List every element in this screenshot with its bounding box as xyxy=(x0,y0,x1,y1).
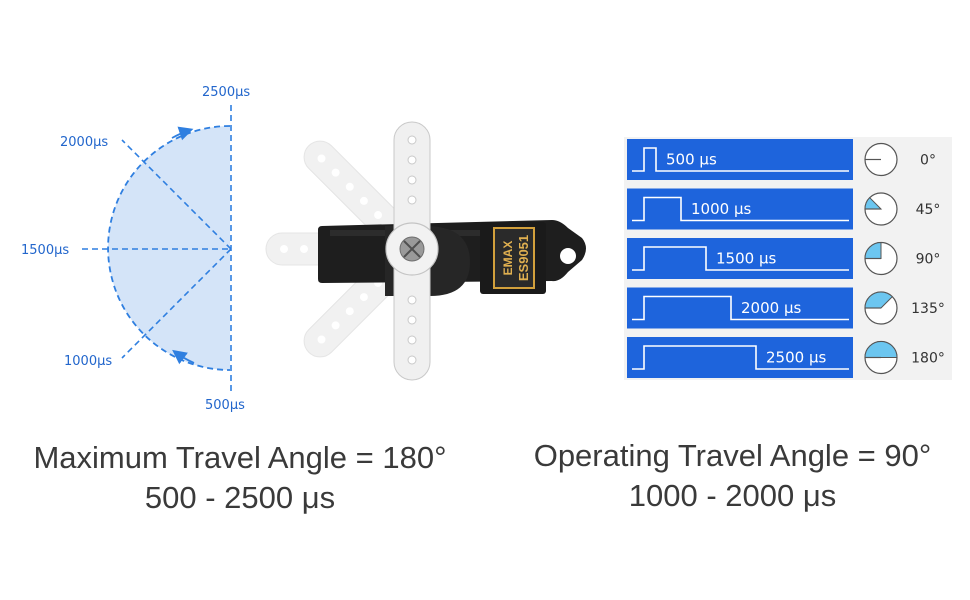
servo-model: ES9051 xyxy=(516,235,531,281)
travel-range-fill xyxy=(108,126,230,370)
pulse-waveform xyxy=(632,246,849,271)
pulse-bar xyxy=(627,188,853,230)
pulse-waveform xyxy=(632,147,849,172)
pulse-row: 1000 µs 45° xyxy=(627,188,941,230)
arrow-toward-2500 xyxy=(171,126,194,141)
pulse-row: 500 µs 0° xyxy=(627,139,936,180)
pulse-waveform xyxy=(632,196,849,222)
ray-2000 xyxy=(121,139,232,250)
pulse-row: 2500 µs 180° xyxy=(627,337,945,378)
pulse-width-label: 1500 µs xyxy=(716,250,776,268)
left-caption: Maximum Travel Angle = 180° 500 - 2500 μ… xyxy=(20,438,460,518)
arrow-toward-500 xyxy=(172,349,195,365)
angle-label: 45° xyxy=(916,202,941,218)
pulse-bar xyxy=(627,287,853,329)
angle-label: 0° xyxy=(920,153,936,169)
angle-label: 180° xyxy=(911,351,945,367)
pulse-width-label: 2500 µs xyxy=(766,349,826,367)
pulse-width-label: 1000 µs xyxy=(691,200,751,218)
pulse-waveform xyxy=(632,345,849,370)
pulse-bar xyxy=(627,337,853,378)
max-travel-range-text: 500 - 2500 μs xyxy=(144,480,336,515)
pulse-width-label: 500 µs xyxy=(666,151,717,169)
servo-label: EMAX ES9051 xyxy=(493,227,535,289)
pulse-waveform xyxy=(632,295,849,321)
pulse-bar xyxy=(627,139,853,180)
servo-illustration: EMAX ES9051 xyxy=(265,121,586,381)
pulse-bar xyxy=(627,238,853,279)
angle-label: 135° xyxy=(911,301,945,317)
right-caption: Operating Travel Angle = 90° 1000 - 2000… xyxy=(500,436,965,516)
label-2500us: 2500µs xyxy=(202,85,250,100)
label-2000us: 2000µs xyxy=(60,135,108,150)
travel-range-diagram: 2500µs 2000µs 1500µs 1000µs 500µs xyxy=(21,85,250,413)
servo-brand: EMAX xyxy=(501,241,515,276)
operating-travel-angle-text: Operating Travel Angle = 90° xyxy=(533,438,932,473)
ray-1000 xyxy=(121,248,232,359)
mounting-hole xyxy=(560,248,576,264)
angle-label: 90° xyxy=(916,252,941,268)
servo-arm xyxy=(385,121,439,381)
pulse-row: 1500 µs 90° xyxy=(627,238,940,279)
pulse-row: 2000 µs 135° xyxy=(627,287,945,329)
operating-travel-range-text: 1000 - 2000 μs xyxy=(628,478,837,513)
max-travel-angle-text: Maximum Travel Angle = 180° xyxy=(33,440,447,475)
pulse-width-label: 2000 µs xyxy=(741,299,801,317)
label-1000us: 1000µs xyxy=(64,354,112,369)
label-1500us: 1500µs xyxy=(21,243,69,258)
label-500us: 500µs xyxy=(205,398,245,413)
